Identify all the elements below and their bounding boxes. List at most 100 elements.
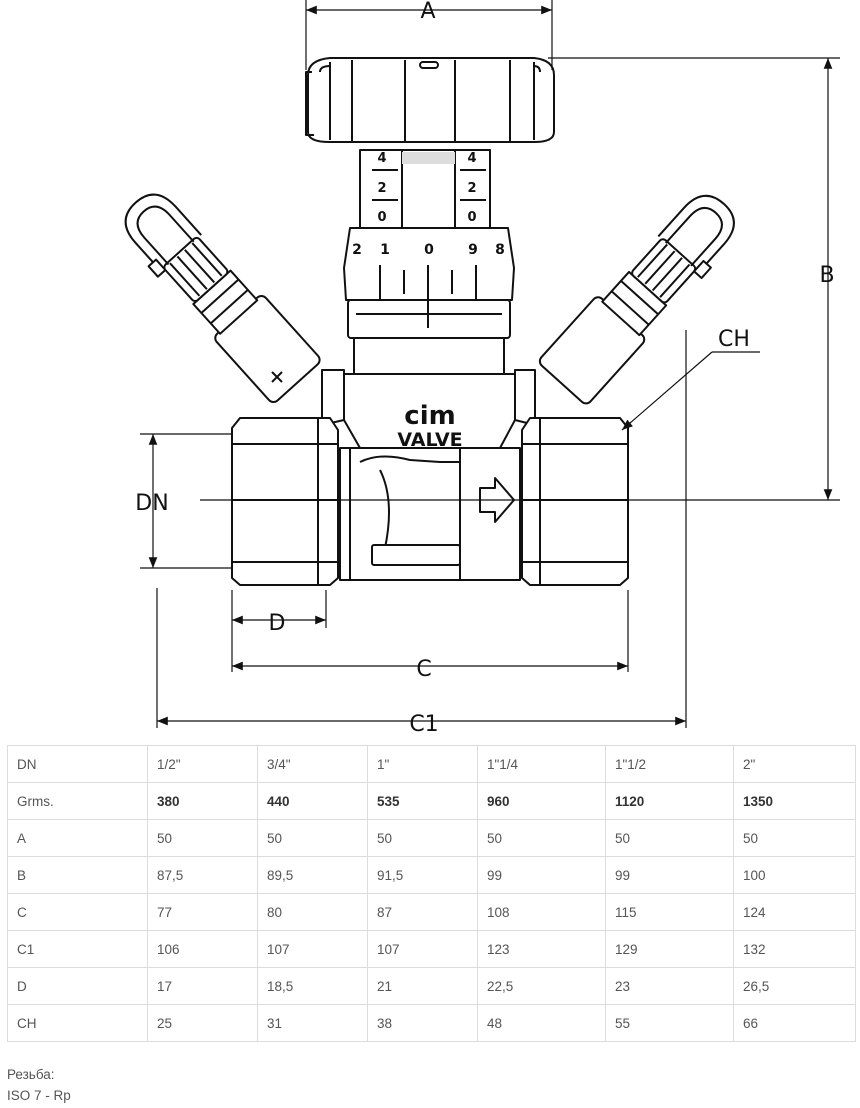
ring-mark: 1 (380, 242, 390, 258)
row-label: DN (7, 745, 148, 783)
table-cell: 89,5 (257, 856, 368, 894)
ring-mark: 9 (468, 242, 478, 258)
dimension-label-ch: CH (718, 327, 750, 352)
right-end (521, 417, 629, 586)
scale-mark: 4 (467, 151, 476, 166)
thread-note: Резьба: ISO 7 - Rp (7, 1064, 71, 1106)
scale-mark: 2 (377, 181, 386, 196)
row-label: A (7, 819, 148, 857)
table-cell: 31 (257, 1004, 368, 1042)
table-cell: 535 (367, 782, 478, 820)
table-cell: 50 (147, 819, 258, 857)
table-cell: 50 (733, 819, 856, 857)
table-cell: 80 (257, 893, 368, 931)
table-cell: 87 (367, 893, 478, 931)
table-cell: 107 (257, 930, 368, 968)
table-cell: 1"1/4 (477, 745, 606, 783)
row-label: CH (7, 1004, 148, 1042)
table-cell: 1120 (605, 782, 734, 820)
table-cell: 26,5 (733, 967, 856, 1005)
table-cell: 18,5 (257, 967, 368, 1005)
table-cell: 380 (147, 782, 258, 820)
row-label: Grms. (7, 782, 148, 820)
row-label: C (7, 893, 148, 931)
table-cell: 115 (605, 893, 734, 931)
table-cell: 1/2" (147, 745, 258, 783)
scale-mark: 0 (467, 210, 476, 225)
row-label: D (7, 967, 148, 1005)
right-test-port (538, 194, 735, 405)
stem-scale-right: 4 2 0 (467, 151, 476, 225)
table-cell: 108 (477, 893, 606, 931)
dimension-label-a: A (420, 0, 435, 24)
table-cell: 129 (605, 930, 734, 968)
table-cell: 77 (147, 893, 258, 931)
table-cell: 99 (477, 856, 606, 894)
table-cell: 99 (605, 856, 734, 894)
table-cell: 22,5 (477, 967, 606, 1005)
table-cell: 440 (257, 782, 368, 820)
valve-body-outline (124, 57, 735, 586)
stem-scale-left: 4 2 0 (377, 151, 386, 225)
table-cell: 107 (367, 930, 478, 968)
table-cell: 50 (367, 819, 478, 857)
ring-mark: 8 (495, 242, 505, 258)
table-cell: 25 (147, 1004, 258, 1042)
brand-valve-text: VALVE (397, 429, 462, 451)
dimension-label-d: D (269, 611, 286, 636)
thread-label: Резьба: (7, 1067, 55, 1082)
table-cell: 66 (733, 1004, 856, 1042)
table-cell: 123 (477, 930, 606, 968)
table-cell: 23 (605, 967, 734, 1005)
dimension-lines (140, 0, 840, 728)
table-cell: 91,5 (367, 856, 478, 894)
table-cell: 48 (477, 1004, 606, 1042)
table-cell: 2" (733, 745, 856, 783)
handwheel (305, 57, 555, 143)
table-cell: 124 (733, 893, 856, 931)
row-label: B (7, 856, 148, 894)
ring-scale: 2 1 0 9 8 (352, 242, 505, 258)
table-cell: 3/4" (257, 745, 368, 783)
table-cell: 38 (367, 1004, 478, 1042)
dimension-label-c1: C1 (409, 712, 438, 737)
thread-value: ISO 7 - Rp (7, 1088, 71, 1103)
table-cell: 55 (605, 1004, 734, 1042)
table-cell: 87,5 (147, 856, 258, 894)
table-cell: 50 (477, 819, 606, 857)
table-cell: 21 (367, 967, 478, 1005)
table-cell: 100 (733, 856, 856, 894)
dimension-label-dn: DN (135, 491, 168, 516)
table-cell: 50 (605, 819, 734, 857)
left-test-port (124, 193, 321, 404)
central-body (321, 369, 536, 581)
scale-mark: 4 (377, 151, 386, 166)
row-label: C1 (7, 930, 148, 968)
scale-mark: 0 (377, 210, 386, 225)
brand-cim-text: cim (404, 401, 455, 431)
table-cell: 132 (733, 930, 856, 968)
table-cell: 50 (257, 819, 368, 857)
table-cell: 1" (367, 745, 478, 783)
ring-mark: 0 (424, 242, 434, 258)
table-cell: 960 (477, 782, 606, 820)
dimension-label-b: B (819, 263, 834, 288)
table-cell: 17 (147, 967, 258, 1005)
ring-mark: 2 (352, 242, 362, 258)
table-cell: 106 (147, 930, 258, 968)
valve-technical-drawing: A B CH DN D C C1 cim VALVE 4 2 0 4 2 0 2… (124, 0, 840, 737)
left-end (231, 417, 339, 586)
scale-mark: 2 (467, 181, 476, 196)
table-cell: 1"1/2 (605, 745, 734, 783)
table-cell: 1350 (733, 782, 856, 820)
